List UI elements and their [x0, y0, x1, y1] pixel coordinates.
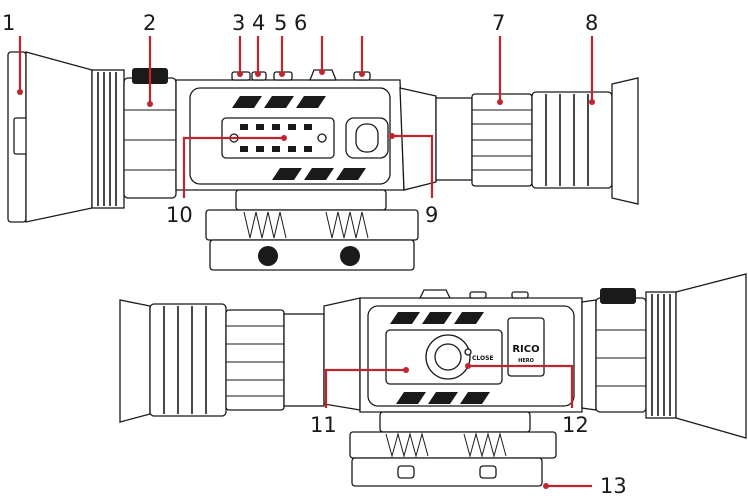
- objective-focus-ring-2: [645, 291, 677, 419]
- scope-side-view-bottom: CLOSE RICO HERO: [119, 273, 747, 487]
- focus-knob-2: [595, 297, 647, 413]
- leader-dots: [17, 69, 595, 489]
- mount-springs: [243, 211, 369, 239]
- mount-rail-clamp: [351, 457, 543, 487]
- diopter-ring-2: [225, 309, 285, 411]
- eyecup-flare: [611, 77, 639, 205]
- eyecup-ridges-2: [163, 306, 207, 414]
- callout-5: 5: [274, 11, 287, 35]
- eyepiece-tube: [435, 97, 473, 181]
- leader-12: [468, 364, 574, 408]
- brand-model-text: HERO: [518, 358, 534, 364]
- body-vents-2: [390, 312, 490, 404]
- callout-13: 13: [600, 474, 627, 496]
- top-button-2c: [511, 291, 529, 299]
- mount-base-2: [379, 411, 531, 433]
- brand-plate: [507, 317, 545, 377]
- body-rear-taper: [399, 87, 437, 191]
- leader-lines: [18, 36, 594, 488]
- eyecup-flare-2: [119, 299, 151, 423]
- objective-bell-2: [675, 273, 747, 439]
- focus-knob-cap-2: [600, 288, 636, 304]
- eyecup: [531, 91, 613, 189]
- mount-screw-rear: [340, 246, 360, 266]
- callout-8: 8: [585, 11, 598, 35]
- focus-knob-grip-2: [596, 329, 646, 387]
- eyecup-2: [149, 303, 227, 417]
- port-cover-inner: [434, 343, 462, 371]
- leader-10: [182, 136, 284, 198]
- callout-4: 4: [252, 11, 265, 35]
- diopter-knurl: [472, 109, 532, 171]
- objective-bell: [25, 51, 93, 223]
- mount-slot-rear: [479, 465, 497, 479]
- callout-10: 10: [166, 203, 193, 227]
- objective-focus-ring: [91, 69, 125, 209]
- body-vents-top: [232, 96, 366, 180]
- mount-springs-2: [385, 432, 507, 458]
- eyepiece-tube-2: [283, 313, 325, 407]
- callout-3: 3: [232, 11, 245, 35]
- callout-9: 9: [425, 203, 438, 227]
- callout-7: 7: [492, 11, 505, 35]
- top-button-6: [309, 69, 337, 81]
- mount-clamp-2: [349, 431, 557, 459]
- body-front-taper-2: [581, 299, 597, 411]
- rail-screw-rear: [317, 133, 327, 143]
- mount-rail-base: [209, 239, 415, 271]
- scope-side-view-top: [7, 51, 639, 271]
- battery-cap-grip: [355, 123, 379, 153]
- leader-11: [324, 368, 406, 408]
- focus-ring-ridges-2: [651, 294, 671, 416]
- mount-screw-front: [258, 246, 278, 266]
- brand-logo-text: RICO: [512, 344, 539, 355]
- mount-base: [235, 189, 387, 211]
- leader-9: [392, 134, 434, 198]
- eyecup-ridges: [545, 94, 589, 186]
- callout-1: 1: [2, 11, 15, 35]
- port-cover-notch: [464, 348, 472, 356]
- callout-11: 11: [310, 413, 337, 437]
- top-button-2b: [469, 291, 487, 299]
- cover-close-label: CLOSE: [472, 355, 494, 362]
- callout-12: 12: [562, 413, 589, 437]
- diopter-knurl-2: [226, 325, 284, 397]
- mount-clamp: [205, 209, 419, 241]
- focus-ring-ridges: [97, 72, 117, 206]
- body-rear-taper-2: [323, 297, 361, 411]
- callout-6: 6: [294, 11, 307, 35]
- callout-2: 2: [143, 11, 156, 35]
- top-button-2a: [418, 289, 452, 299]
- mount-slot-front: [397, 465, 415, 479]
- rail-slots: [240, 124, 312, 152]
- focus-knob-grip: [124, 109, 176, 171]
